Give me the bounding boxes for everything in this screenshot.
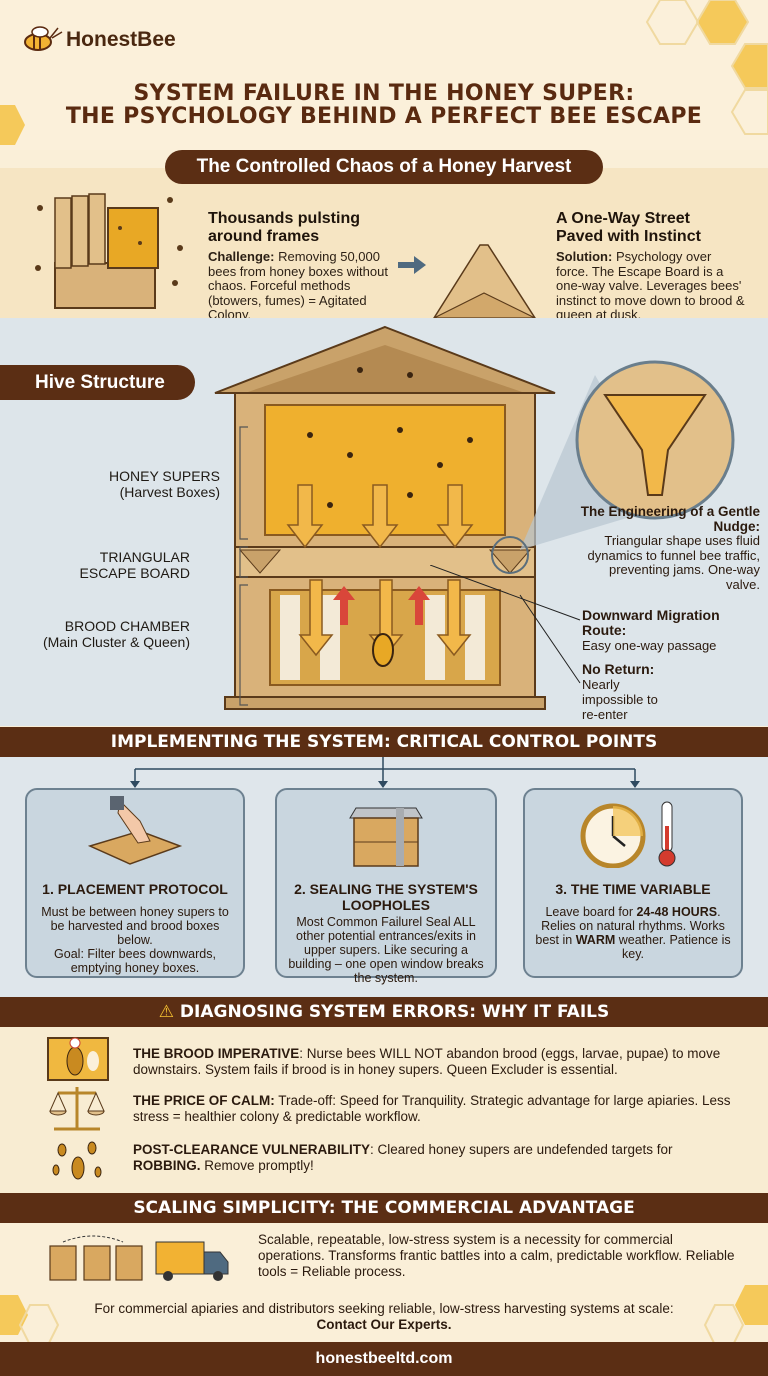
time-hours: 24-48 HOURS (636, 905, 718, 919)
label-honey-supers-title: HONEY SUPERS (109, 468, 220, 484)
diagnose-item-robbing: POST-CLEARANCE VULNERABILITY: Cleared ho… (133, 1142, 743, 1174)
card-sealing-title: 2. SEALING THE SYSTEM'S LOOPHOLES (294, 881, 478, 913)
label-brood-title: BROOD CHAMBER (64, 618, 190, 634)
sealed-hive-box-icon (349, 807, 423, 867)
robbing-bold: ROBBING. (133, 1158, 201, 1173)
label-brood-sub: (Main Cluster & Queen) (42, 634, 190, 650)
honeycomb-left-icon (0, 105, 25, 145)
robbing-lead: POST-CLEARANCE VULNERABILITY (133, 1142, 371, 1157)
robbing-body: : Cleared honey supers are undefended ta… (370, 1142, 673, 1157)
zoom-callout-icon (491, 360, 735, 574)
diagnose-banner-text: DIAGNOSING SYSTEM ERRORS: WHY IT FAILS (179, 1002, 610, 1022)
clock-thermometer-icon (580, 801, 676, 869)
card-placement: 1. PLACEMENT PROTOCOL Must be between ho… (25, 788, 245, 978)
honeycomb-decoration-icon (645, 0, 768, 135)
pointer-lines (430, 565, 581, 684)
label-escape-board-title: TRIANGULAR (99, 549, 190, 565)
noreturn-text: No Return: Nearly impossible to re-enter (582, 661, 762, 723)
brood-lead: THE BROOD IMPERATIVE (133, 1046, 300, 1061)
robber-bees-icon (52, 1141, 102, 1180)
card-placement-goal: Goal: Filter bees downwards, emptying ho… (33, 947, 237, 975)
route-heading: Downward Migration Route: (582, 607, 720, 638)
page-title-line1: SYSTEM FAILURE IN THE HONEY SUPER: (133, 81, 635, 106)
solution-text: Solution: Psychology over force. The Esc… (556, 249, 746, 323)
contact-experts-link[interactable]: Contact Our Experts. (316, 1317, 452, 1332)
card-time: 3. THE TIME VARIABLE Leave board for 24-… (523, 788, 743, 978)
hives-truck-icon (49, 1235, 229, 1281)
diagnose-item-calm: THE PRICE OF CALM: Trade-off: Speed for … (133, 1093, 748, 1125)
goal-lead: Goal: (54, 947, 84, 961)
scaling-banner: SCALING SIMPLICITY: THE COMMERCIAL ADVAN… (0, 1193, 768, 1223)
header: HonestBee SYSTEM FAILURE IN THE HONEY SU… (0, 0, 768, 150)
challenge-lead: Challenge: (208, 249, 275, 264)
route-body: Easy one-way passage (582, 638, 717, 653)
time-warm: WARM (575, 933, 616, 947)
diagnose-banner: ⚠ DIAGNOSING SYSTEM ERRORS: WHY IT FAILS (0, 997, 768, 1027)
time-pre: Leave board for (545, 905, 637, 919)
hive-structure-pill: Hive Structure (0, 365, 195, 400)
label-brood-chamber: BROOD CHAMBER(Main Cluster & Queen) (20, 618, 190, 650)
challenge-body: Removing 50,000 bees from honey boxes wi… (208, 249, 388, 322)
implement-banner: IMPLEMENTING THE SYSTEM: CRITICAL CONTRO… (0, 727, 768, 757)
page-title-line2: THE PSYCHOLOGY BEHIND A PERFECT BEE ESCA… (65, 104, 703, 129)
connector-lines (130, 757, 640, 788)
hand-board-icon (87, 796, 183, 865)
intro-pill: The Controlled Chaos of a Honey Harvest (165, 150, 603, 184)
challenge-heading: Thousands pulsting around frames (208, 210, 360, 245)
goal-body: Filter bees downwards, emptying honey bo… (70, 947, 216, 975)
arrow-right-icon (398, 256, 426, 274)
hive-diagram (214, 325, 556, 710)
cta-text: For commercial apiaries and distributors… (60, 1301, 708, 1333)
callout-text: The Engineering of a Gentle Nudge: Trian… (575, 504, 760, 592)
bee-logo-icon (24, 26, 63, 51)
diagnose-item-brood: THE BROOD IMPERATIVE: Nurse bees WILL NO… (133, 1046, 743, 1078)
card-time-body: Leave board for 24-48 HOURS. Relies on n… (531, 905, 735, 961)
label-brackets (239, 426, 248, 706)
robbing-body2: Remove promptly! (200, 1158, 314, 1173)
brood-body: : Nurse bees WILL NOT abandon brood (egg… (133, 1046, 721, 1077)
noreturn-heading: No Return: (582, 661, 655, 677)
card-sealing: 2. SEALING THE SYSTEM'S LOOPHOLES Most C… (275, 788, 497, 985)
solution-lead: Solution: (556, 249, 613, 264)
warning-icon: ⚠ (158, 1002, 180, 1022)
honeycomb-bottom-icon (0, 1285, 768, 1345)
noreturn-body: Nearly impossible to re-enter (582, 677, 658, 722)
callout-body: Triangular shape uses fluid dynamics to … (587, 533, 760, 592)
card-sealing-body: Most Common Failurel Seal ALL other pote… (288, 915, 484, 985)
hive-frames-illustration-icon (35, 193, 183, 309)
scales-icon (49, 1087, 105, 1131)
label-honey-supers-sub: (Harvest Boxes) (119, 484, 220, 500)
callout-heading: The Engineering of a Gentle Nudge: (580, 504, 760, 534)
time-post2: weather. Patience is key. (615, 933, 731, 961)
footer-bar: honestbeeltd.com (0, 1342, 768, 1376)
brand-name: HonestBee (66, 28, 176, 51)
time-post: . Relies on natural rhythms. Works best … (535, 905, 725, 947)
card-time-title: 3. THE TIME VARIABLE (555, 881, 711, 897)
website-link[interactable]: honestbeeltd.com (315, 1350, 453, 1367)
card-placement-body: Must be between honey supers to be harve… (41, 905, 229, 947)
calm-body: Trade-off: Speed for Tranquility. Strate… (133, 1093, 731, 1124)
label-honey-supers: HONEY SUPERS(Harvest Boxes) (20, 468, 220, 500)
solution-heading: A One-Way Street Paved with Instinct (556, 210, 701, 245)
calm-lead: THE PRICE OF CALM: (133, 1093, 275, 1108)
challenge-text: Challenge: Removing 50,000 bees from hon… (208, 249, 398, 323)
label-escape-board-sub: ESCAPE BOARD (79, 565, 190, 581)
nurse-bee-icon (47, 1037, 109, 1081)
diagnose-section (0, 1027, 768, 1193)
cta-line: For commercial apiaries and distributors… (94, 1301, 674, 1316)
card-placement-title: 1. PLACEMENT PROTOCOL (42, 881, 228, 897)
scaling-body: Scalable, repeatable, low-stress system … (258, 1232, 735, 1279)
route-text: Downward Migration Route: Easy one-way p… (582, 607, 762, 654)
